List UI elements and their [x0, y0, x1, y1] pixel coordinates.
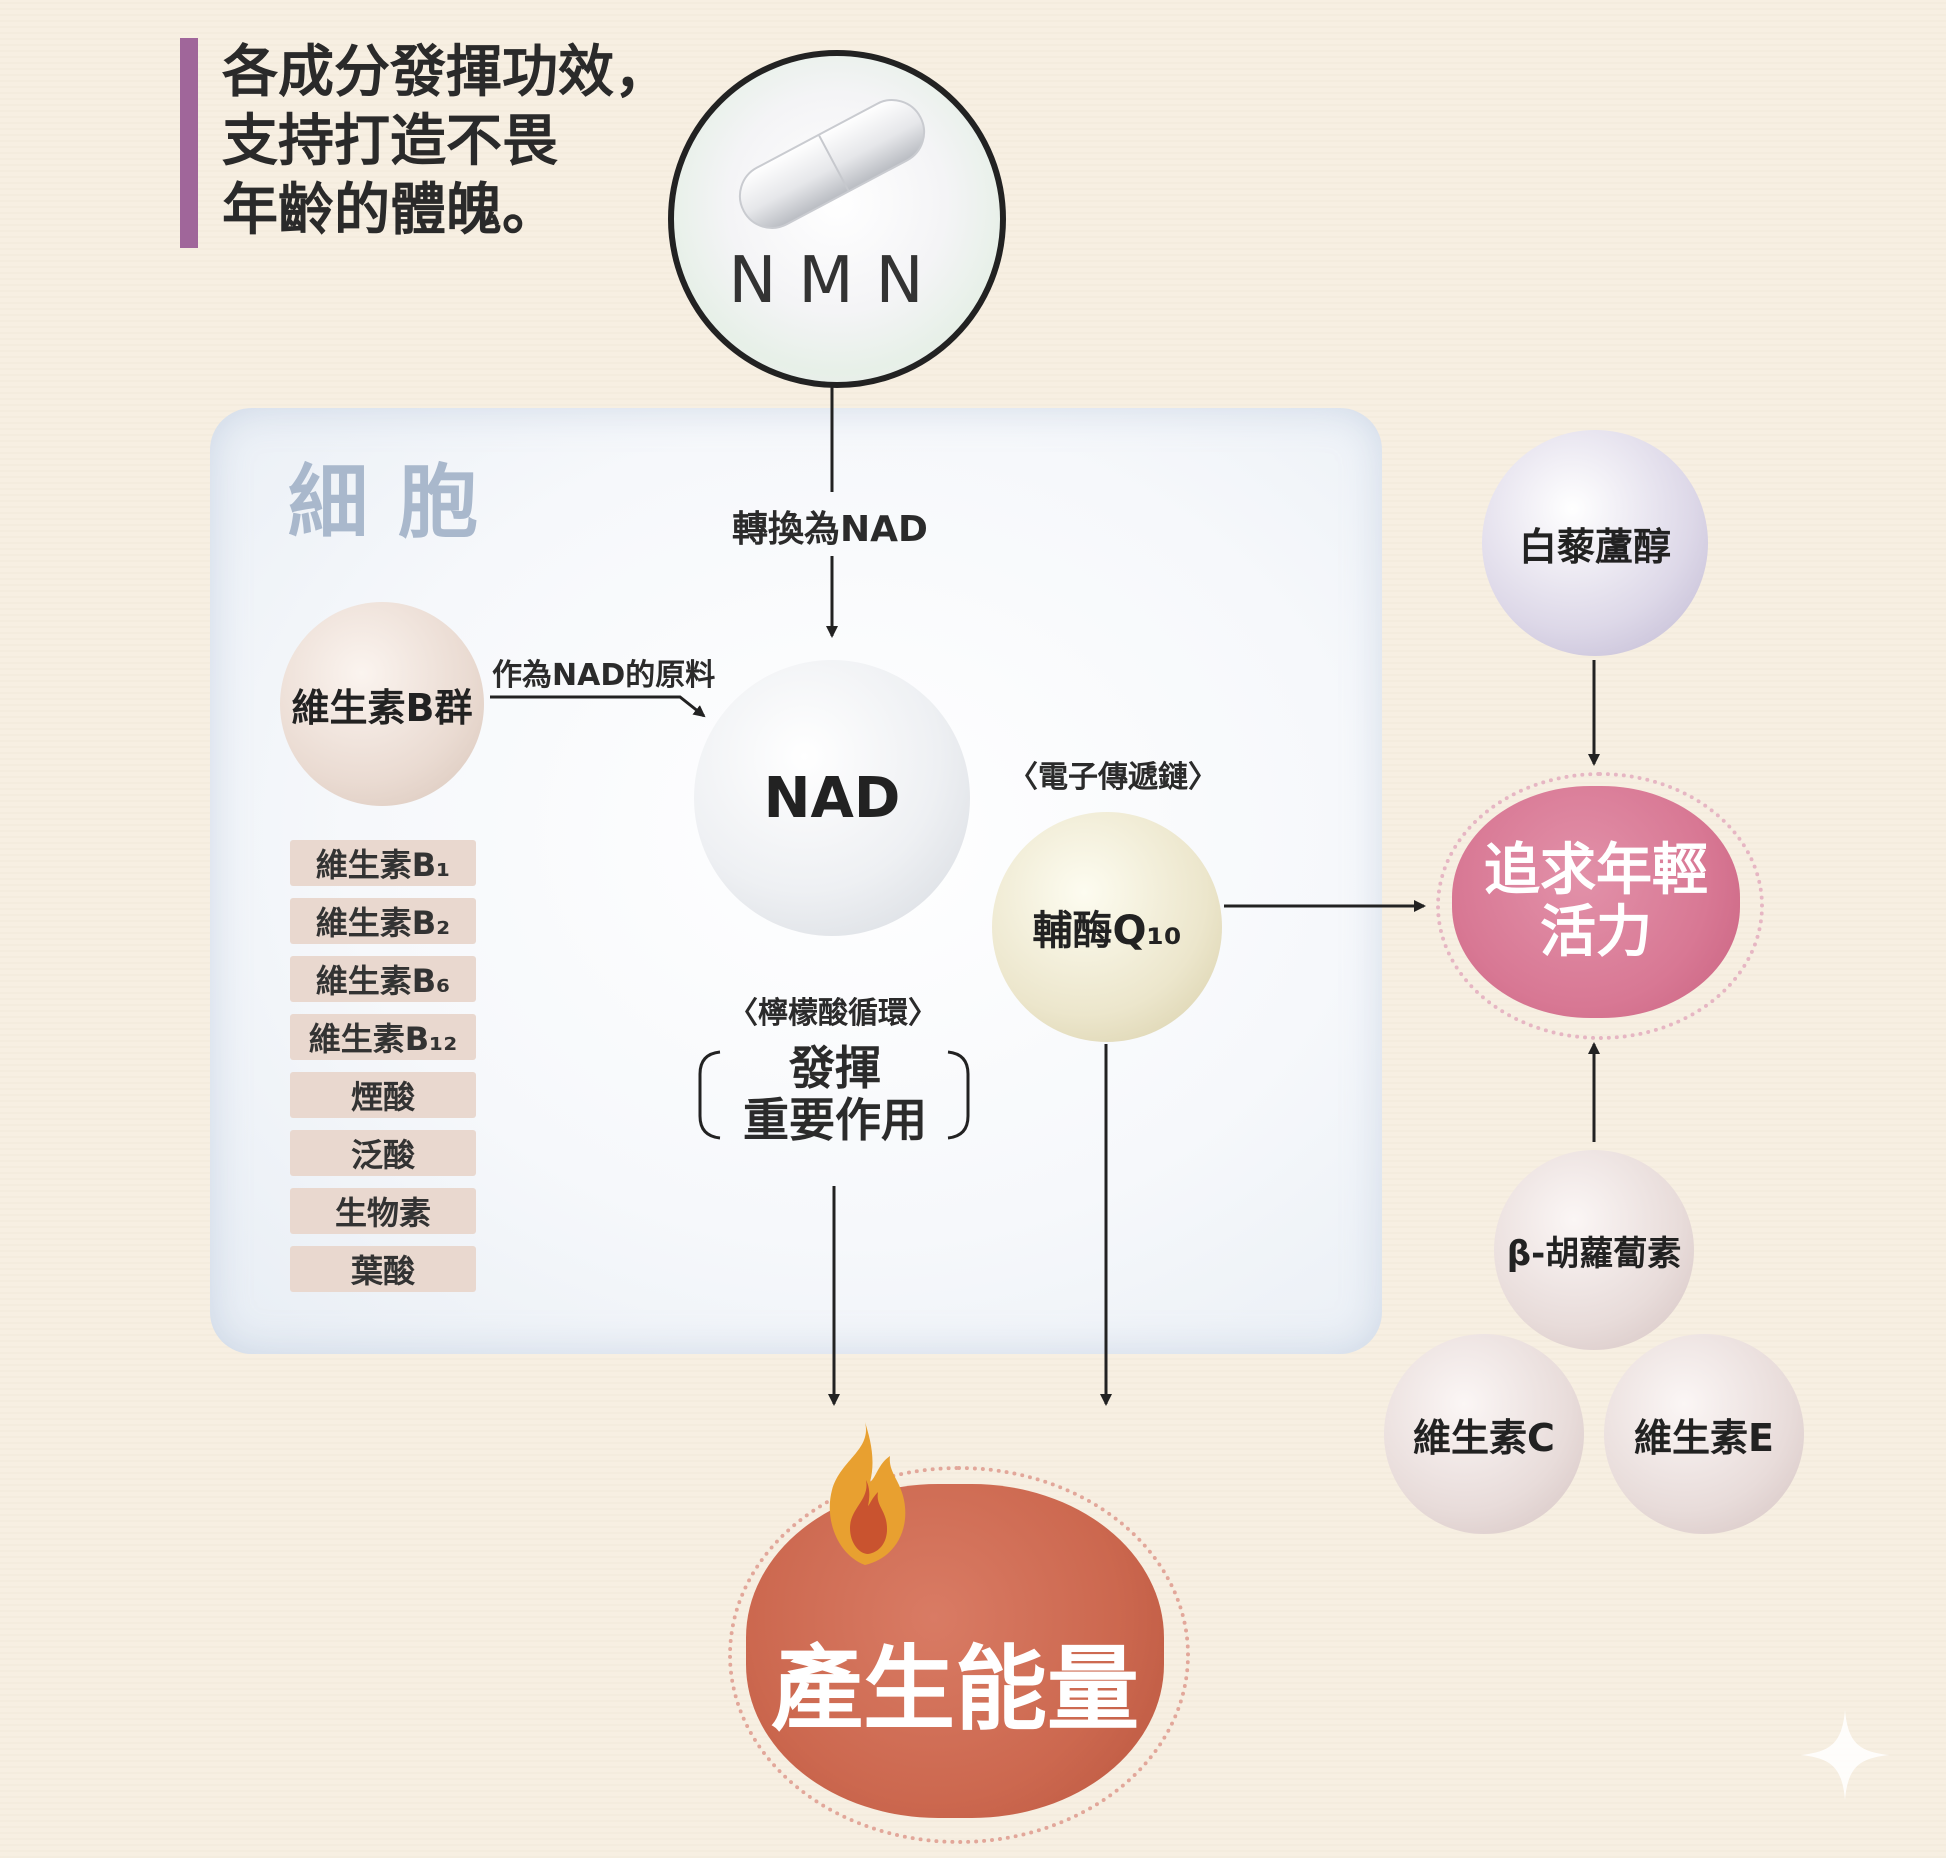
- nmn-label: NMN: [728, 244, 946, 318]
- headline: 各成分發揮功效， 支持打造不畏 年齡的體魄。: [222, 40, 670, 243]
- vitamin-b-item: 葉酸: [290, 1246, 476, 1292]
- coq10-sphere: 輔酶Q₁₀: [992, 812, 1222, 1042]
- vitamin-e-label: 維生素E: [1634, 1415, 1774, 1460]
- resveratrol-sphere: 白藜蘆醇: [1482, 430, 1708, 656]
- important-role-text: 發揮 重要作用: [743, 1041, 927, 1147]
- cell-label: 細胞: [288, 456, 508, 549]
- energy-blob: 產生能量: [746, 1484, 1164, 1818]
- capsule-icon: [738, 99, 926, 229]
- vitamin-b-item: 維生素B₆: [290, 956, 476, 1002]
- nad-sphere: NAD: [694, 660, 970, 936]
- label-citric-cycle: 〈檸檬酸循環〉: [728, 996, 938, 1031]
- vitamin-b-item: 維生素B₂: [290, 898, 476, 944]
- beta-carotene-sphere: β-胡蘿蔔素: [1494, 1150, 1694, 1350]
- nad-label: NAD: [763, 765, 901, 831]
- headline-accent-bar: [180, 38, 198, 248]
- vitamin-b-label: 維生素B群: [291, 685, 473, 730]
- sparkle-icon: [1800, 1710, 1890, 1800]
- flame-icon: [829, 1422, 906, 1565]
- vitamin-c-sphere: 維生素C: [1384, 1334, 1584, 1534]
- bracket-left: [698, 1050, 721, 1140]
- nmn-circle: NMN: [668, 50, 1006, 388]
- label-electron-chain: 〈電子傳遞鏈〉: [1008, 760, 1218, 795]
- beta-carotene-label: β-胡蘿蔔素: [1506, 1233, 1682, 1274]
- coq10-label: 輔酶Q₁₀: [1032, 908, 1182, 954]
- vitamin-b-item: 生物素: [290, 1188, 476, 1234]
- vitamin-b-item: 維生素B₁: [290, 840, 476, 886]
- label-raw-material: 作為NAD的原料: [492, 658, 716, 693]
- vitamin-b-item: 維生素B₁₂: [290, 1014, 476, 1060]
- bracket-right: [947, 1050, 970, 1140]
- arrow-vitb-to-nad: [490, 695, 706, 718]
- vitamin-b-item: 泛酸: [290, 1130, 476, 1176]
- label-convert-to-nad: 轉換為NAD: [732, 509, 928, 550]
- vitamin-c-label: 維生素C: [1413, 1415, 1555, 1460]
- vitamin-e-sphere: 維生素E: [1604, 1334, 1804, 1534]
- vitamin-b-item: 煙酸: [290, 1072, 476, 1118]
- youth-blob: 追求年輕 活力: [1452, 786, 1740, 1018]
- vitamin-b-sphere: 維生素B群: [280, 602, 484, 806]
- energy-dotted-ring: [728, 1466, 1190, 1844]
- resveratrol-label: 白藜蘆醇: [1518, 524, 1671, 569]
- youth-dotted-ring: [1436, 772, 1764, 1040]
